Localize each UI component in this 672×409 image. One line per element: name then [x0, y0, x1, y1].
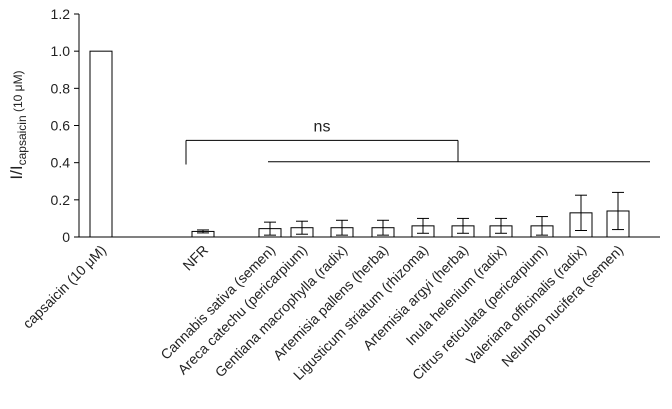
y-tick-label: 0.2 [51, 192, 71, 208]
y-axis: 0 0.2 0.4 0.6 0.8 1.0 1.2 [51, 6, 80, 245]
ns-label: ns [314, 118, 331, 135]
y-axis-label: I/Icapsaicin (10 μM) [7, 70, 29, 179]
y-tick-label: 0.8 [51, 80, 71, 96]
y-tick-label: 1.0 [51, 43, 71, 59]
y-tick-label: 1.2 [51, 6, 71, 22]
category-label: capsaicin (10 μM) [19, 242, 109, 332]
significance-annotation: ns [185, 118, 650, 165]
bars [89, 50, 630, 238]
y-tick-label: 0 [62, 229, 70, 245]
category-label: NFR [179, 242, 211, 274]
y-tick-label: 0.4 [51, 155, 71, 171]
y-tick-label: 0.6 [51, 118, 71, 134]
bar [89, 50, 113, 238]
y-axis-title: I/Icapsaicin (10 μM) [7, 70, 29, 179]
